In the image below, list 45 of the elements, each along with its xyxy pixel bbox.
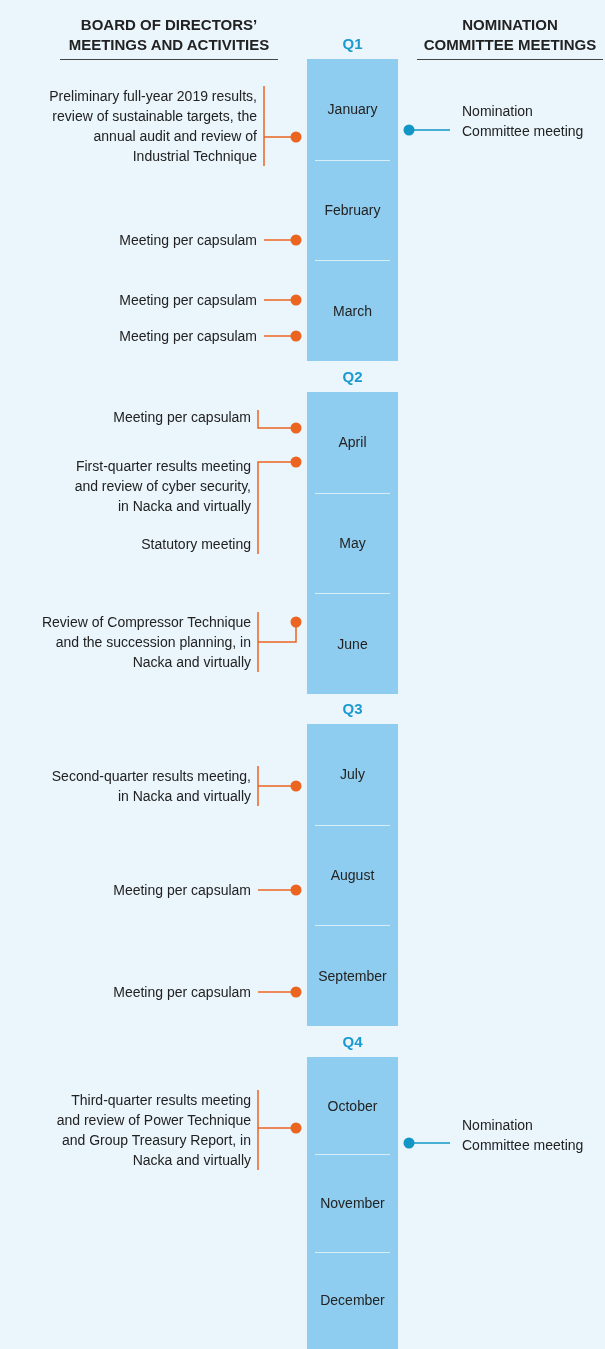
leader-line (403, 1137, 451, 1149)
meeting-note: Meeting per capsulam (51, 407, 251, 427)
month-label: October (327, 1097, 378, 1114)
month-label: July (340, 766, 365, 783)
quarter-label: Q2 (341, 367, 364, 387)
leader-line (263, 85, 302, 167)
leader-line (257, 765, 302, 807)
meeting-note: Nomination Committee meeting (462, 101, 592, 141)
month-label: December (320, 1292, 385, 1309)
month-label: November (320, 1195, 385, 1211)
quarter-label: Q3 (341, 699, 364, 719)
meeting-note: Statutory meeting (140, 535, 251, 554)
month-label: June (337, 635, 368, 652)
month-label: March (333, 302, 372, 319)
leader-line (257, 611, 302, 673)
meeting-note: Meeting per capsulam (57, 230, 257, 250)
month-label: February (324, 202, 381, 218)
meeting-note: Review of Compressor Technique and the succession planning, in Nacka and virtually (36, 612, 251, 672)
leader-line (403, 124, 451, 136)
month-label: May (339, 535, 366, 551)
leader-line (257, 986, 302, 998)
column-heading: NOMINATION COMMITTEE MEETINGS (417, 15, 603, 60)
quarter-label: Q1 (341, 34, 364, 54)
leader-line (263, 294, 302, 306)
column-heading: BOARD OF DIRECTORS’ MEETINGS AND ACTIVITIES (60, 15, 278, 60)
meeting-note: Nomination Committee meeting (462, 1115, 592, 1155)
meeting-note: Meeting per capsulam (51, 880, 251, 900)
month-label: April (338, 434, 367, 451)
meeting-note: Meeting per capsulam (57, 290, 257, 310)
leader-line (257, 1089, 302, 1171)
leader-line (257, 409, 302, 434)
meeting-note: Preliminary full-year 2019 results, review of sustainable targets, the annual audit and review of Industrial Technique (42, 86, 257, 166)
meeting-note: Meeting per capsulam (51, 982, 251, 1002)
month-label: August (330, 867, 375, 883)
leader-line (257, 884, 302, 896)
leader-line (263, 234, 302, 246)
meeting-note: First-quarter results meeting and review of cyber security, in Nacka and virtually (73, 457, 251, 516)
month-label: January (327, 101, 378, 118)
quarter-label: Q4 (341, 1032, 364, 1052)
meeting-note: Meeting per capsulam (57, 326, 257, 346)
meeting-note: Third-quarter results meeting and review of Power Technique and Group Treasury Report, in Nacka and virtually (51, 1090, 251, 1170)
meeting-note: Second-quarter results meeting, in Nacka and virtually (39, 766, 251, 806)
leader-line (257, 456, 302, 555)
month-label: September (318, 967, 387, 984)
leader-line (263, 330, 302, 342)
